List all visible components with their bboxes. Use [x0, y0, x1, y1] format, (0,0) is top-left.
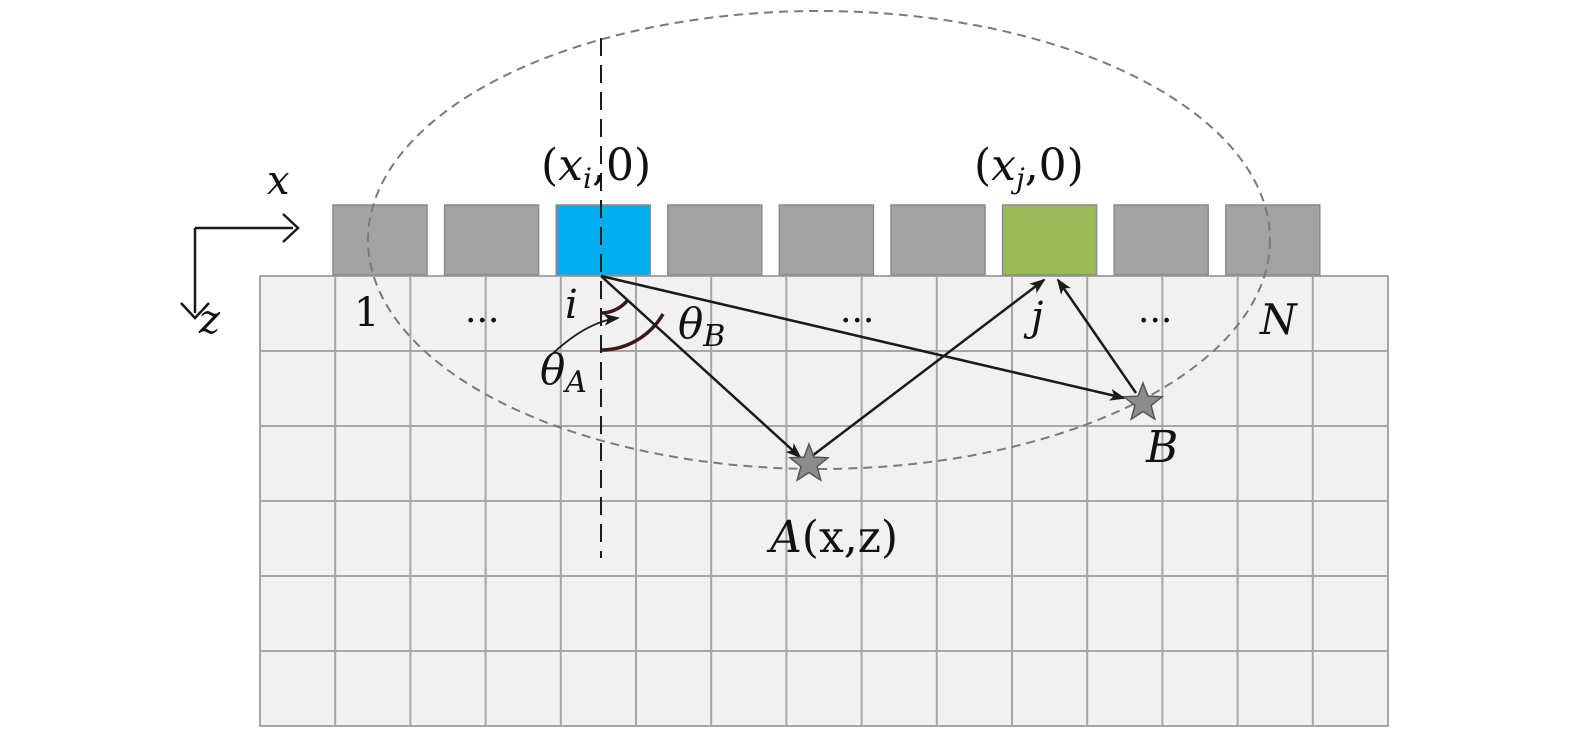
- element-label-dots: ...: [840, 290, 874, 331]
- theta-a-pointer-arrow: [547, 313, 620, 359]
- x-axis-label: x: [267, 158, 290, 204]
- point-b-label: B: [1145, 422, 1178, 473]
- array-element: [443, 204, 540, 276]
- array-element: [1225, 204, 1321, 276]
- theta-b-label: θB: [678, 299, 725, 354]
- theta-a-label: θA: [540, 345, 587, 400]
- element-label-dots: ...: [465, 290, 499, 331]
- isochrone-ellipse: [367, 10, 1271, 470]
- transducer-array: [332, 204, 1321, 276]
- z-axis-label: z: [198, 297, 221, 343]
- element-label-dots: ...: [1138, 290, 1172, 331]
- medium-grid: [259, 275, 1389, 727]
- element-label-i: i: [565, 282, 578, 328]
- star-icon: [1121, 380, 1165, 421]
- array-element: [890, 204, 986, 276]
- ray-a-to-j: [811, 278, 1046, 457]
- ray-i-to-b: [600, 274, 1126, 401]
- ray-i-to-a: [600, 275, 802, 459]
- star-icon: [787, 441, 831, 482]
- element-label-n: N: [1259, 295, 1298, 344]
- array-element: [332, 204, 428, 276]
- element-label-1: 1: [354, 290, 379, 336]
- array-element: [778, 204, 875, 276]
- rays: [600, 274, 1138, 459]
- array-element-j: [1001, 204, 1098, 276]
- array-element: [667, 204, 763, 276]
- axes-icon: [180, 213, 300, 320]
- array-element: [1113, 204, 1209, 276]
- rx-coordinate-label: (xj,0): [974, 140, 1084, 195]
- theta-a-arc: [600, 299, 629, 315]
- array-element-i: [555, 204, 651, 276]
- theta-b-arc: [600, 313, 665, 352]
- tx-coordinate-label: (xi,0): [541, 140, 651, 195]
- point-a-label: A(x,z): [766, 512, 898, 563]
- ray-b-to-j: [1056, 278, 1138, 394]
